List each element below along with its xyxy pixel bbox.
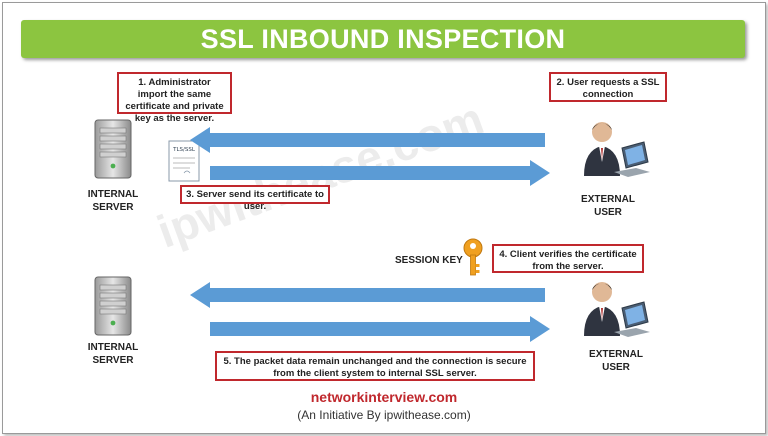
- arrow-top-left: [190, 127, 545, 153]
- key-icon: [463, 238, 483, 276]
- title-banner: SSL INBOUND INSPECTION: [21, 20, 745, 58]
- diagram-title: SSL INBOUND INSPECTION: [200, 23, 566, 54]
- user-laptop-icon: [584, 282, 650, 337]
- certificate-icon: TLS/SSL: [168, 140, 200, 182]
- certificate-label: TLS/SSL: [172, 147, 196, 153]
- footer-site: networkinterview.com: [310, 389, 458, 405]
- arrow-bottom-right: [210, 316, 550, 342]
- note-step3: 3. Server send its certificate to user.: [180, 185, 330, 212]
- note-step5: 5. The packet data remain unchanged and …: [215, 351, 535, 381]
- external-user-bottom-label: EXTERNAL USER: [589, 349, 643, 373]
- server-icon: [94, 276, 132, 336]
- internal-server-bottom-label: INTERNAL SERVER: [87, 342, 139, 366]
- arrow-top-right: [210, 160, 550, 186]
- note-step2: 2. User requests a SSL connection: [549, 72, 667, 102]
- session-key-label: SESSION KEY: [395, 255, 463, 266]
- server-icon: [94, 119, 132, 179]
- external-user-top-label: EXTERNAL USER: [581, 194, 635, 218]
- user-laptop-icon: [584, 122, 650, 177]
- note-step1: 1. Administrator import the same certifi…: [117, 72, 232, 124]
- internal-server-top-label: INTERNAL SERVER: [87, 189, 139, 213]
- footer-tagline: (An Initiative By ipwithease.com): [297, 408, 471, 422]
- note-step4: 4. Client verifies the certificate from …: [492, 244, 644, 273]
- arrow-bottom-left: [190, 282, 545, 308]
